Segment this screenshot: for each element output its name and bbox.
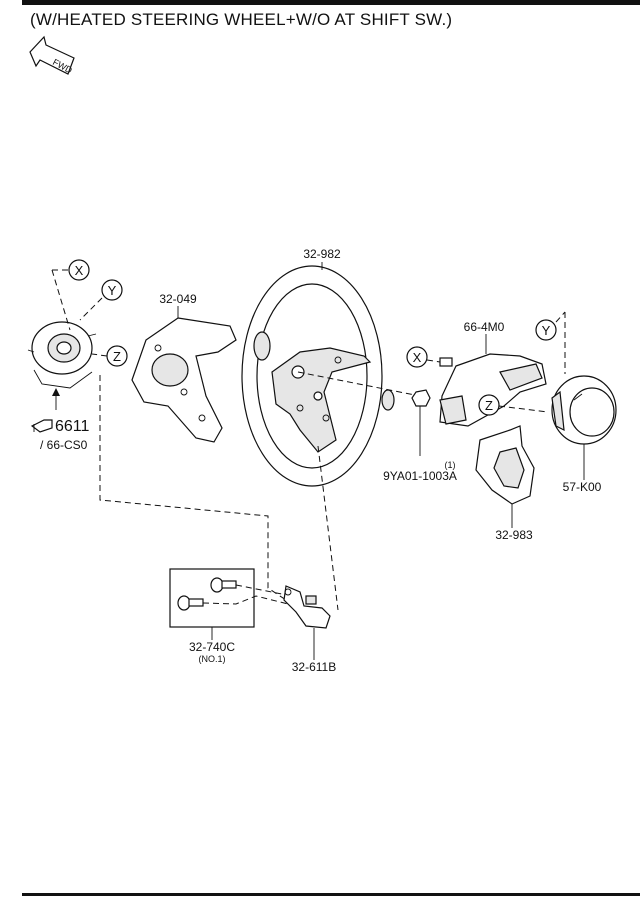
connector-y-left: Y xyxy=(101,279,123,301)
arrow-head xyxy=(52,388,60,396)
leader-y-right xyxy=(555,311,566,323)
label-66-4m0: 66-4M0 xyxy=(464,320,505,334)
hand-pointer-icon xyxy=(30,419,53,433)
label-qty-1: (1) xyxy=(445,460,456,470)
leader-bolt-b xyxy=(202,595,297,607)
bolt-part xyxy=(411,389,431,456)
svg-text:Y: Y xyxy=(108,283,117,298)
airbag-module-part xyxy=(551,375,617,445)
label-6611: 6611 xyxy=(55,418,90,435)
connector-y-right: Y xyxy=(535,319,557,341)
leader-y-left xyxy=(79,297,103,321)
svg-text:Y: Y xyxy=(542,323,551,338)
leader-z-left xyxy=(91,353,108,357)
harness-route-right xyxy=(317,445,339,611)
bolt-a-part xyxy=(210,577,237,593)
steering-wheel-part xyxy=(241,265,395,487)
diagram-title: (W/HEATED STEERING WHEEL+W/O AT SHIFT SW… xyxy=(30,10,453,29)
label-66-cs0: / 66-CS0 xyxy=(40,438,88,452)
svg-text:Z: Z xyxy=(485,398,493,413)
connector-x-right: X xyxy=(406,346,428,368)
harness-route-left xyxy=(99,375,287,601)
leader-z-right xyxy=(498,405,549,413)
label-57-k00: 57-K00 xyxy=(563,480,602,494)
bolt-b-part xyxy=(177,595,204,611)
connector-z-left: Z xyxy=(106,345,128,367)
connector-z-right: Z xyxy=(478,394,500,416)
leader-x-right xyxy=(426,359,441,363)
bracket-part xyxy=(283,585,331,629)
clock-spring-part xyxy=(27,321,97,389)
label-32-983: 32-983 xyxy=(495,528,533,542)
label-9ya01-1003a: 9YA01-1003A xyxy=(383,469,457,483)
label-32-982: 32-982 xyxy=(303,247,341,261)
bottom-rule xyxy=(22,893,640,896)
leader-x-left-2 xyxy=(51,269,71,331)
label-32-049: 32-049 xyxy=(159,292,197,306)
rear-cover-part xyxy=(475,425,535,505)
switch-assembly-part xyxy=(439,353,547,427)
lower-cover-part xyxy=(131,317,237,443)
leader-bolt-a xyxy=(235,584,293,597)
label-32-611b: 32-611B xyxy=(292,660,336,674)
svg-text:X: X xyxy=(75,263,84,278)
axis-line xyxy=(297,371,421,397)
label-32-740c: 32-740C xyxy=(189,640,235,654)
svg-text:X: X xyxy=(413,350,422,365)
label-32-740c-note: (NO.1) xyxy=(199,654,226,664)
top-rule xyxy=(22,0,640,5)
fwd-arrow-icon: FWD xyxy=(29,35,75,76)
connector-x-left: X xyxy=(68,259,90,281)
svg-text:Z: Z xyxy=(113,349,121,364)
